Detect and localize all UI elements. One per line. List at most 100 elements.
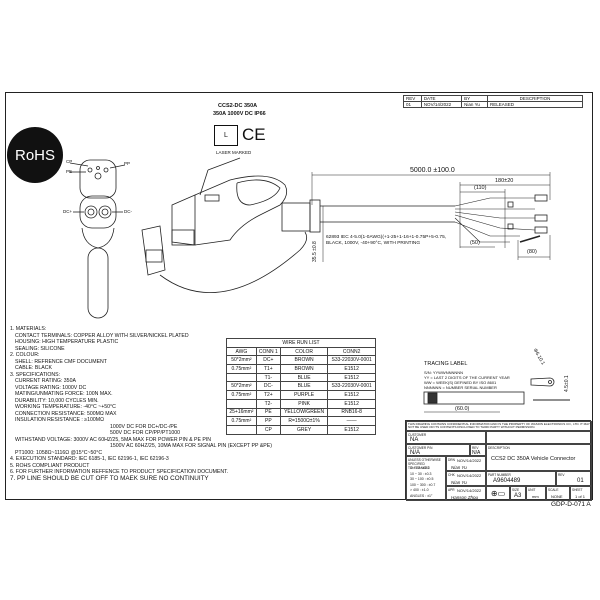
drawn-date: NOV/14/2022: [457, 458, 482, 463]
wire-cell: RNB16-8: [327, 407, 376, 418]
rohs-text: RoHS: [14, 146, 55, 164]
customer-label: CUSTOMER: [408, 433, 427, 437]
dim-50: (50): [470, 240, 480, 246]
wire-cell: 25+16mm²: [226, 407, 257, 418]
tolerance-label: UNLESS OTHERWISE SPECIFIED TOLERANCES: [408, 458, 441, 470]
wire-cell: 0.75mm²: [226, 390, 257, 400]
laser-marked-label: LASER MARKED: [216, 150, 252, 155]
wire-cell: 0.75mm²: [226, 364, 257, 374]
dim-110: (110): [474, 185, 487, 191]
wire-cell: E1512: [327, 364, 376, 374]
wire-cell: PP: [255, 416, 281, 426]
note-line: INSULATION RESISTANCE : ≥100MΩ: [15, 417, 104, 423]
note-line: VOLTAGE RATING: 1000V DC: [15, 384, 87, 391]
wire-cell: S33-22030V-0001: [327, 381, 376, 392]
customer-pn-value: N/A: [410, 450, 421, 456]
note-line: 1500V AC 60HZ/25, 10MA MAX FOR SIGNAL PI…: [110, 443, 272, 449]
wire-cell: BLUE: [279, 372, 329, 383]
checked-label: CHK: [448, 473, 455, 477]
scale-label: SCALE: [548, 488, 559, 492]
note-line: 5. ROHS COMPLIANT PRODUCT: [10, 462, 90, 469]
notes-block: 1. MATERIALS:CONTACT TERMINALS: COPPER A…: [10, 326, 272, 482]
ce-mark-icon: CE: [242, 125, 266, 144]
approved-by: Hanson Zhou: [451, 495, 479, 500]
sheet-label: SHEET: [572, 488, 583, 492]
sheet-value: 1 of 1: [575, 494, 586, 499]
note-line: 1. MATERIALS:: [10, 326, 47, 332]
description-cell: RELEASED: [487, 101, 583, 108]
wire-cell: DC-: [255, 381, 281, 392]
wire-cell: T2-: [255, 398, 281, 409]
scale-value: NONE: [551, 494, 563, 499]
pin-label-dc-plus: DC+: [63, 209, 73, 214]
tolerance-line: 10 ~ 30 : ±0.3: [410, 471, 432, 476]
cert-symbol: L: [224, 132, 228, 139]
note-line: HOUSING: HIGH TEMPERATURE PLASTIC: [15, 339, 119, 345]
tolerance-line: 100 ~ 300 : ±0.7: [410, 482, 436, 487]
wire-cell: BROWN: [279, 355, 329, 366]
wire-cell: 50*2mm²: [226, 381, 257, 392]
col-color: COLOR: [279, 346, 329, 357]
wire-cell: E1512: [327, 424, 376, 435]
tracing-label-title: TRACING LABEL: [424, 361, 468, 367]
dim-strip: 180±20: [495, 178, 514, 184]
wire-cell: R=1500Ω±1%: [279, 416, 329, 426]
wire-cell: 0.75mm²: [226, 416, 257, 426]
document-code: GDP-D-071 A: [551, 501, 591, 508]
part-number-label: PART NUMBER: [488, 473, 511, 477]
tracing-line: WW = WEEK(S) DEFINED BY ISO 8601: [424, 380, 497, 385]
wire-cell: [226, 424, 257, 435]
pin-label-cp: CP: [66, 159, 73, 164]
wire-cell: YELLOW/GREEN: [279, 407, 329, 418]
wire-cell: 50*2mm²: [226, 355, 257, 366]
cable-spec-line1: 62893 IEC 4-5.0(1-0AWG)(+1-25+1-16+1-0.7…: [326, 235, 447, 240]
note-line: 7. PP LINE SHOULD BE CUT OFF TO MAEK SUR…: [10, 474, 209, 482]
note-line: MATING/UNMATING FORCE: 100N MAX.: [15, 391, 113, 397]
marking-line2: 350A 1000V DC IP66: [213, 111, 266, 117]
note-line: CONTACT TERMINALS: COPPER ALLOY WITH SIL…: [15, 332, 189, 339]
wire-cell: BROWN: [279, 364, 329, 374]
wire-cell: DC+: [255, 355, 281, 366]
wire-cell: CP: [255, 424, 281, 435]
certification-icon: L: [214, 125, 238, 146]
size-label: SIZE: [512, 488, 520, 492]
note-line: CURRENT RATING: 350A: [15, 378, 76, 384]
customer-pn-label: CUSTOMER P/N: [408, 446, 433, 450]
cable: [320, 194, 548, 243]
rev-value: 01: [577, 478, 584, 484]
wire-cell: PURPLE: [279, 390, 329, 400]
note-line: SEALING: SILICONE: [15, 345, 65, 352]
description-label: DESCRIPTION: [488, 446, 510, 450]
wire-cell: ——: [327, 416, 376, 426]
front-view: [69, 159, 126, 319]
cust-rev-value: N/A: [472, 450, 481, 456]
dim-80: (80): [527, 249, 537, 255]
projection-symbol-icon: ⊕▭: [486, 486, 510, 501]
wire-run-list-title: WIRE RUN LIST: [226, 338, 376, 348]
drawing-frame: [5, 92, 593, 500]
note-line: WORKING TEMPERATURE: -40°C ~+50°C: [15, 404, 116, 410]
wire-cell: E1512: [327, 398, 376, 409]
dim-total-length: 5000.0 ±100.0: [410, 167, 455, 174]
tolerance-line: ANGLES : ±1°: [410, 493, 433, 498]
approved-label: APR: [448, 488, 455, 492]
tolerance-line: > 400 : ±1.0: [410, 488, 429, 492]
unit-value: mm: [532, 494, 539, 499]
note-line: WITHSTAND VOLTAGE: 3000V AC 60HZ/25, 5MA…: [15, 436, 212, 443]
col-conn2: CONN2: [327, 346, 376, 357]
note-line: 2. COLOUR:: [10, 352, 40, 358]
dim-label-length: (60.0): [455, 406, 470, 412]
title-block: THIS DRAWING CONTAINS CONFIDENTIAL INFOR…: [405, 420, 592, 501]
pin-label-dc-minus: DC-: [124, 209, 132, 214]
note-line: 500V DC FOR CP/PP/PT1000: [110, 430, 181, 436]
note-line: CABLE: BLACK: [15, 365, 52, 371]
checked-by: Nian Yu: [451, 480, 467, 485]
rev-label: REV: [558, 473, 565, 477]
note-line: PT1000: 1058Ω~1116Ω @15°C~50°C: [15, 449, 103, 456]
wire-cell: T1-: [255, 372, 281, 383]
